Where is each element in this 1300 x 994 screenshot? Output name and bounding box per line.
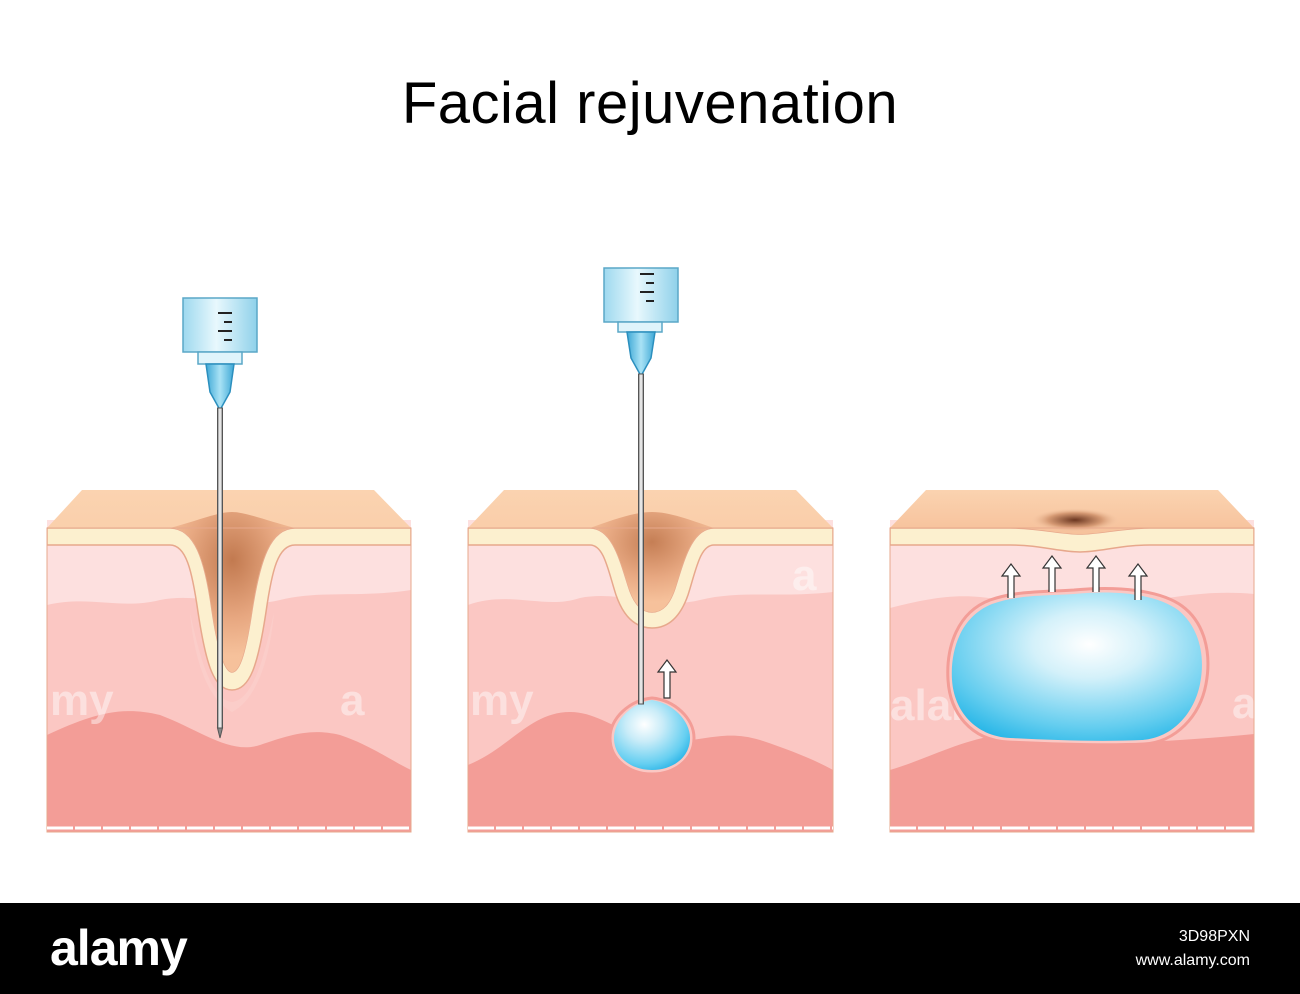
syringe-scale-marks — [640, 273, 654, 302]
panel-filler-injected: my a — [467, 267, 834, 833]
syringe-scale-marks — [218, 312, 232, 341]
syringe-barrel — [603, 267, 679, 323]
syringe — [182, 297, 258, 739]
diagram-canvas: my a my a — [46, 267, 1257, 833]
watermark-text: a — [792, 551, 817, 600]
up-arrow-icon — [1085, 555, 1107, 592]
wrinkle-shadow — [170, 512, 295, 672]
needle-hub — [205, 363, 235, 412]
filler-droplet — [614, 700, 690, 770]
needle — [638, 373, 644, 705]
image-id: 3D98PXN — [1178, 928, 1250, 945]
up-arrow-icon — [1127, 563, 1149, 600]
syringe — [603, 267, 679, 705]
filler-volume — [951, 592, 1202, 741]
watermark-text: a — [340, 676, 365, 725]
lift-arrow — [656, 659, 678, 699]
wrinkle-shadow — [590, 512, 714, 612]
panel-needle-inserted: my a — [46, 297, 412, 833]
up-arrow-icon — [1000, 563, 1022, 598]
watermark-text: my — [50, 676, 114, 725]
subcutaneous-layer — [890, 733, 1254, 832]
needle — [217, 407, 223, 729]
brand-logo: alamy — [50, 920, 188, 976]
subcutaneous-layer — [47, 711, 411, 832]
syringe-barrel — [182, 297, 258, 353]
up-arrow-icon — [1041, 555, 1063, 592]
page-title: Facial rejuvenation — [401, 71, 899, 136]
watermark-bar: alamy 3D98PXN www.alamy.com — [0, 903, 1300, 994]
watermark-text: a — [1232, 679, 1257, 728]
panel-skin-lifted: alamy a — [889, 490, 1257, 833]
image-reference: 3D98PXN www.alamy.com — [1136, 925, 1250, 973]
skin-cross-section: alamy a — [890, 520, 1257, 832]
lift-arrows — [1000, 555, 1149, 600]
watermark-text: my — [470, 676, 534, 725]
needle-hub — [626, 331, 656, 378]
smoothed-wrinkle — [1030, 508, 1120, 532]
site-url: www.alamy.com — [1135, 952, 1250, 969]
skin-cross-section: my a — [47, 520, 411, 832]
